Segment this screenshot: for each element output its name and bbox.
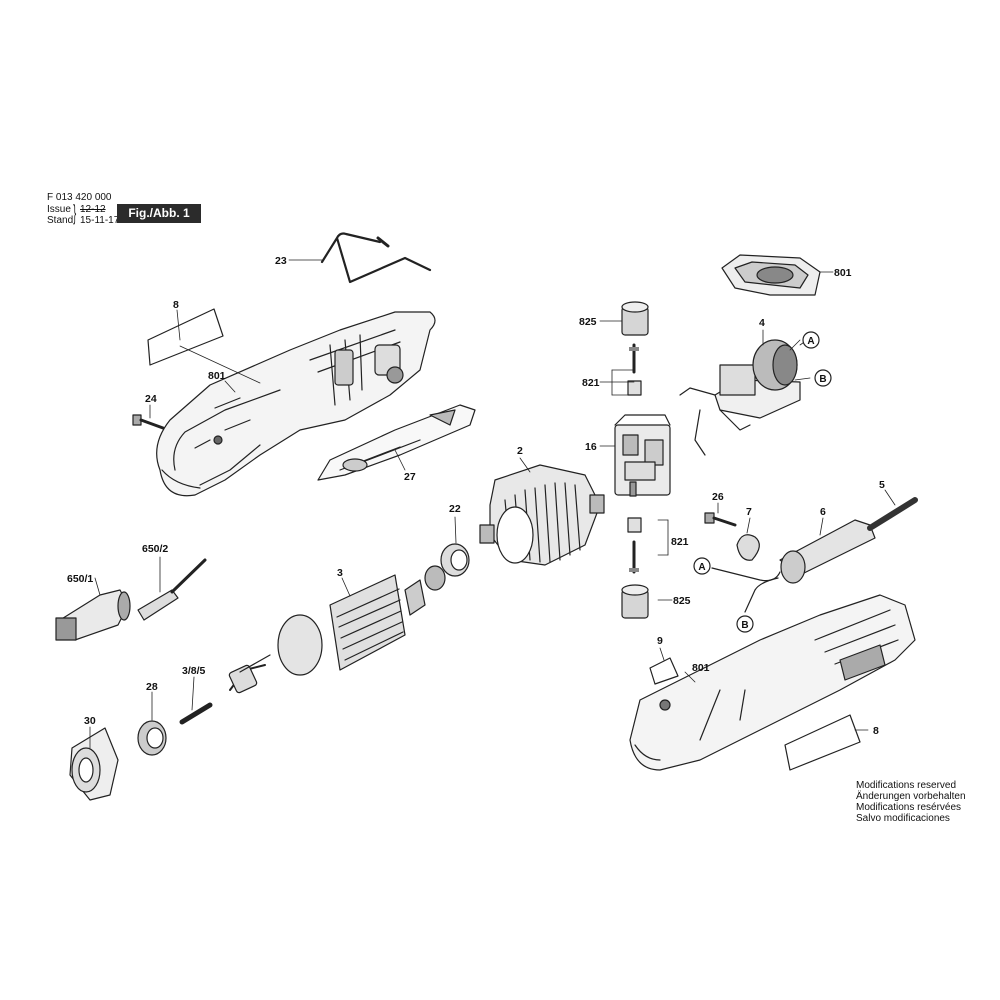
block-821-bottom [627, 517, 642, 533]
part-label-801-right: 801 [834, 267, 852, 279]
issue-label: Issue [47, 204, 71, 215]
connector-b-top: B [819, 374, 826, 385]
wire-b [744, 577, 779, 613]
screw-26 [704, 512, 737, 527]
leader-lines [89, 259, 896, 749]
speed-cap [721, 254, 821, 296]
part-label-4: 4 [759, 317, 765, 329]
switch-slide [317, 404, 476, 481]
stand-label: Stand [47, 215, 74, 226]
part-label-28: 28 [146, 681, 158, 693]
wire-a [711, 567, 781, 582]
connector-b-bottom: B [741, 620, 748, 631]
collet-650-2 [137, 558, 207, 621]
shaft-lock [179, 702, 213, 725]
connector-a-top-circle [802, 331, 820, 349]
cable-clamp [736, 534, 760, 561]
part-label-7: 7 [746, 506, 752, 518]
part-label-30: 30 [84, 715, 96, 727]
screw-24 [132, 414, 165, 430]
part-label-650-2: 650/2 [142, 543, 168, 555]
housing-shell-top [156, 311, 436, 497]
part-label-3: 3 [337, 567, 343, 579]
part-label-8-top: 8 [173, 299, 179, 311]
nut-28 [137, 720, 167, 756]
part-label-821-bottom: 821 [671, 536, 689, 548]
brush-holder [614, 414, 671, 497]
note-line: Änderungen vorbehalten [856, 791, 966, 802]
modification-notes: Modifications reserved Änderungen vorbeh… [856, 780, 966, 824]
part-label-821-top: 821 [582, 377, 600, 389]
cap-30 [69, 727, 119, 801]
part-label-825-top: 825 [579, 316, 597, 328]
armature [228, 565, 446, 694]
hanger-part [320, 232, 432, 284]
connector-b-bottom-circle [736, 615, 754, 633]
stand-value: 15-11-17 [80, 215, 120, 226]
note-line: Salvo modificaciones [856, 813, 950, 824]
part-label-9: 9 [657, 635, 663, 647]
part-label-24: 24 [145, 393, 157, 405]
part-label-27: 27 [404, 471, 416, 483]
bushing-825-bottom [621, 584, 649, 619]
document-number: F 013 420 000 [47, 192, 112, 203]
power-cable [867, 497, 918, 531]
label-plate-top [147, 308, 224, 366]
label-plate-bottom [784, 714, 861, 771]
part-label-22: 22 [449, 503, 461, 515]
connector-a-bottom: A [698, 562, 705, 573]
stator [479, 464, 605, 566]
bearing-22 [440, 543, 470, 577]
speed-control-board [679, 339, 801, 456]
hanger-tip [376, 236, 390, 248]
part-label-2: 2 [517, 445, 523, 457]
cable-sleeve [779, 519, 876, 584]
figure-label: Fig./Abb. 1 [117, 204, 201, 223]
issue-value: 12-12 [80, 204, 106, 215]
part-label-801-top: 801 [208, 370, 226, 382]
housing-shell-bottom [629, 594, 916, 771]
connector-b-top-circle [814, 369, 832, 387]
part-label-6: 6 [820, 506, 826, 518]
part-label-801-bottom: 801 [692, 662, 710, 674]
part-label-5: 5 [879, 479, 885, 491]
part-label-23: 23 [275, 255, 287, 267]
part-label-650-1: 650/1 [67, 573, 93, 585]
part-label-8-bottom: 8 [873, 725, 879, 737]
note-line: Modifications reserved [856, 780, 957, 791]
part-label-825-bottom: 825 [673, 595, 691, 607]
note-line: Modifications resérvées [856, 802, 962, 813]
bushing-825-top [621, 301, 649, 336]
block-821-top [627, 380, 642, 396]
collet-nut-650-1 [55, 589, 131, 641]
connector-a-bottom-circle [693, 557, 711, 575]
label-plate-9 [649, 657, 679, 685]
brace-icon: } [73, 200, 77, 225]
part-label-3-8-5: 3/8/5 [182, 665, 206, 677]
connector-a-top: A [807, 336, 814, 347]
part-label-16: 16 [585, 441, 597, 453]
part-label-26: 26 [712, 491, 724, 503]
